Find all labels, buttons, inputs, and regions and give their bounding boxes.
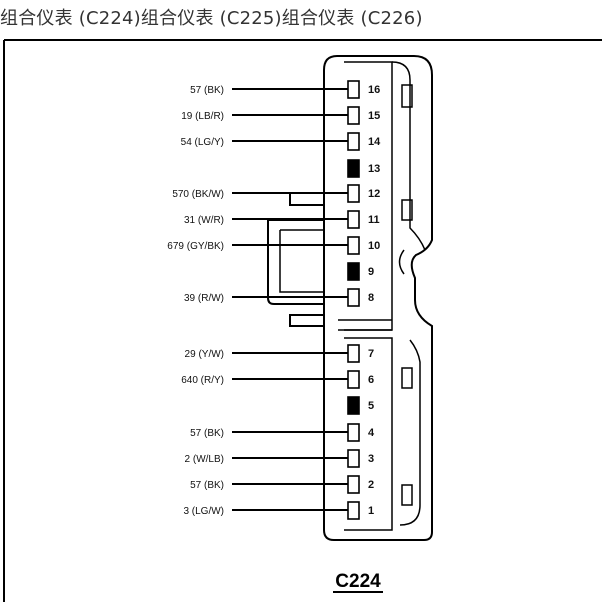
pin-terminal — [347, 501, 360, 520]
wire-label: 29 (Y/W) — [185, 349, 224, 360]
pin-number: 12 — [368, 188, 380, 200]
pin-number: 14 — [368, 136, 381, 148]
wire-label: 54 (LG/Y) — [181, 137, 224, 148]
pin-terminal-empty-cavity — [347, 262, 360, 281]
wire-label: 570 (BK/W) — [172, 189, 224, 200]
pin-terminal — [347, 80, 360, 99]
pin-number: 3 — [368, 453, 374, 465]
connector-name: C224 — [335, 571, 381, 592]
wire-label: 679 (GY/BK) — [167, 241, 224, 252]
pin-number: 10 — [368, 240, 380, 252]
pin-terminal — [347, 132, 360, 151]
pin-terminal — [347, 370, 360, 389]
wire-label: 57 (BK) — [190, 85, 224, 96]
wire-label: 3 (LG/W) — [183, 506, 224, 517]
pin-terminal — [347, 449, 360, 468]
connector-body — [267, 55, 433, 541]
wire-label: 640 (R/Y) — [181, 375, 224, 386]
pin-terminal — [347, 344, 360, 363]
pin-number: 11 — [368, 214, 380, 226]
pin-terminal — [347, 288, 360, 307]
wire-label: 31 (W/R) — [184, 215, 224, 226]
pin-terminal — [347, 423, 360, 442]
pin-number: 4 — [368, 427, 375, 439]
wire-label: 57 (BK) — [190, 428, 224, 439]
wire-label: 2 (W/LB) — [185, 454, 224, 465]
pin-terminal — [347, 184, 360, 203]
pin-number: 8 — [368, 292, 374, 304]
pin-terminal — [347, 475, 360, 494]
pin-number: 7 — [368, 348, 374, 360]
pin-number: 1 — [368, 505, 374, 517]
pin-terminal-empty-cavity — [347, 159, 360, 178]
pin-terminal — [347, 106, 360, 125]
page-header: 组合仪表 (C224)组合仪表 (C225)组合仪表 (C226) — [0, 0, 604, 34]
pin-terminal — [347, 236, 360, 255]
pin-number: 2 — [368, 479, 374, 491]
wire-label: 19 (LB/R) — [181, 111, 224, 122]
pin-terminal-empty-cavity — [347, 396, 360, 415]
pin-number: 15 — [368, 110, 380, 122]
pin-number: 6 — [368, 374, 374, 386]
pin-number: 16 — [368, 84, 380, 96]
wire-label: 57 (BK) — [190, 480, 224, 491]
pin-number: 13 — [368, 163, 380, 175]
pin-terminal — [347, 210, 360, 229]
page-title: 组合仪表 (C224)组合仪表 (C225)组合仪表 (C226) — [0, 8, 423, 29]
wire-label: 39 (R/W) — [184, 293, 224, 304]
pin-number: 5 — [368, 400, 374, 412]
pin-number: 9 — [368, 266, 374, 278]
